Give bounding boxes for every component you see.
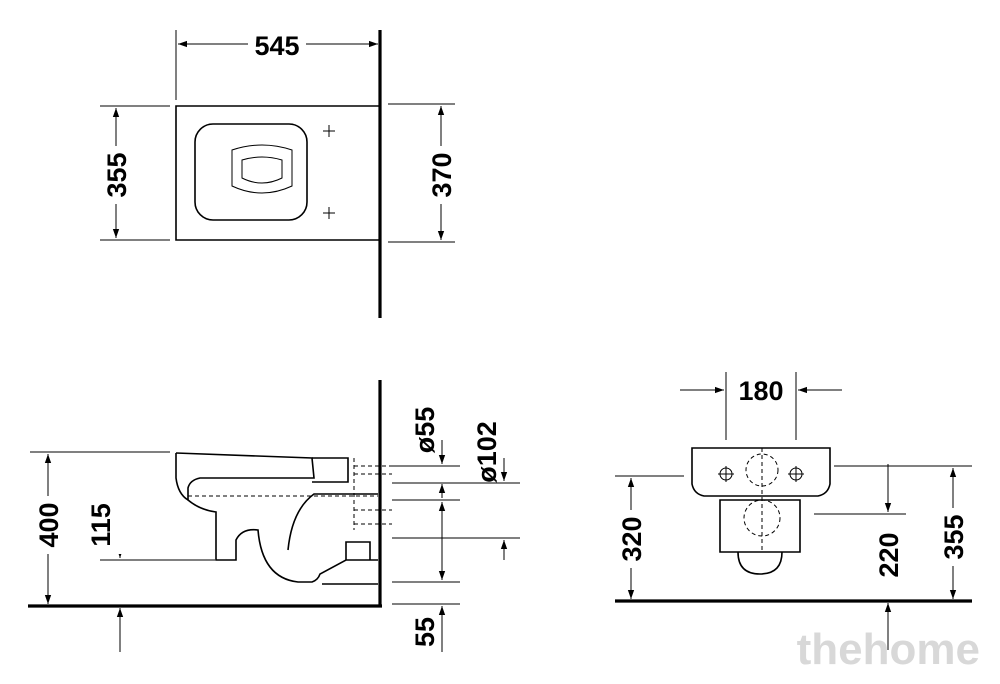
front-view: 180 320 220 355	[615, 372, 972, 650]
dim-fixing-height: 320	[617, 516, 647, 561]
dim-base-offset: 55	[410, 617, 440, 647]
bowl-foot-front	[719, 499, 801, 553]
bowl-body-front	[691, 447, 831, 497]
watermark: thehome	[797, 625, 980, 674]
side-view: 400 115 ø55 ø102 55	[28, 380, 520, 652]
rim-opening-top	[231, 144, 293, 194]
top-view: 545 355 370	[100, 28, 457, 318]
fixing-point-icon	[718, 466, 804, 482]
bowl-outline-top	[175, 105, 381, 241]
seat-opening-top	[194, 123, 308, 221]
dim-outlet-height-front: 220	[874, 532, 904, 577]
dim-outlet-diameter: ø102	[472, 421, 502, 483]
outlet-front	[737, 551, 783, 575]
dim-length: 545	[254, 31, 299, 61]
dim-fixing-distance: 180	[738, 376, 783, 406]
bowl-silhouette-side	[175, 452, 378, 583]
dim-top-height: 355	[939, 514, 969, 559]
trap-channel-side	[287, 493, 378, 551]
fixing-point-icon	[323, 125, 335, 219]
dim-inlet-diameter: ø55	[410, 407, 440, 454]
dim-width: 355	[102, 152, 132, 197]
dim-bracket-width: 370	[427, 152, 457, 197]
flush-opening-top	[241, 156, 283, 184]
dim-outlet-height: 115	[86, 503, 116, 547]
dim-height: 400	[34, 502, 64, 547]
